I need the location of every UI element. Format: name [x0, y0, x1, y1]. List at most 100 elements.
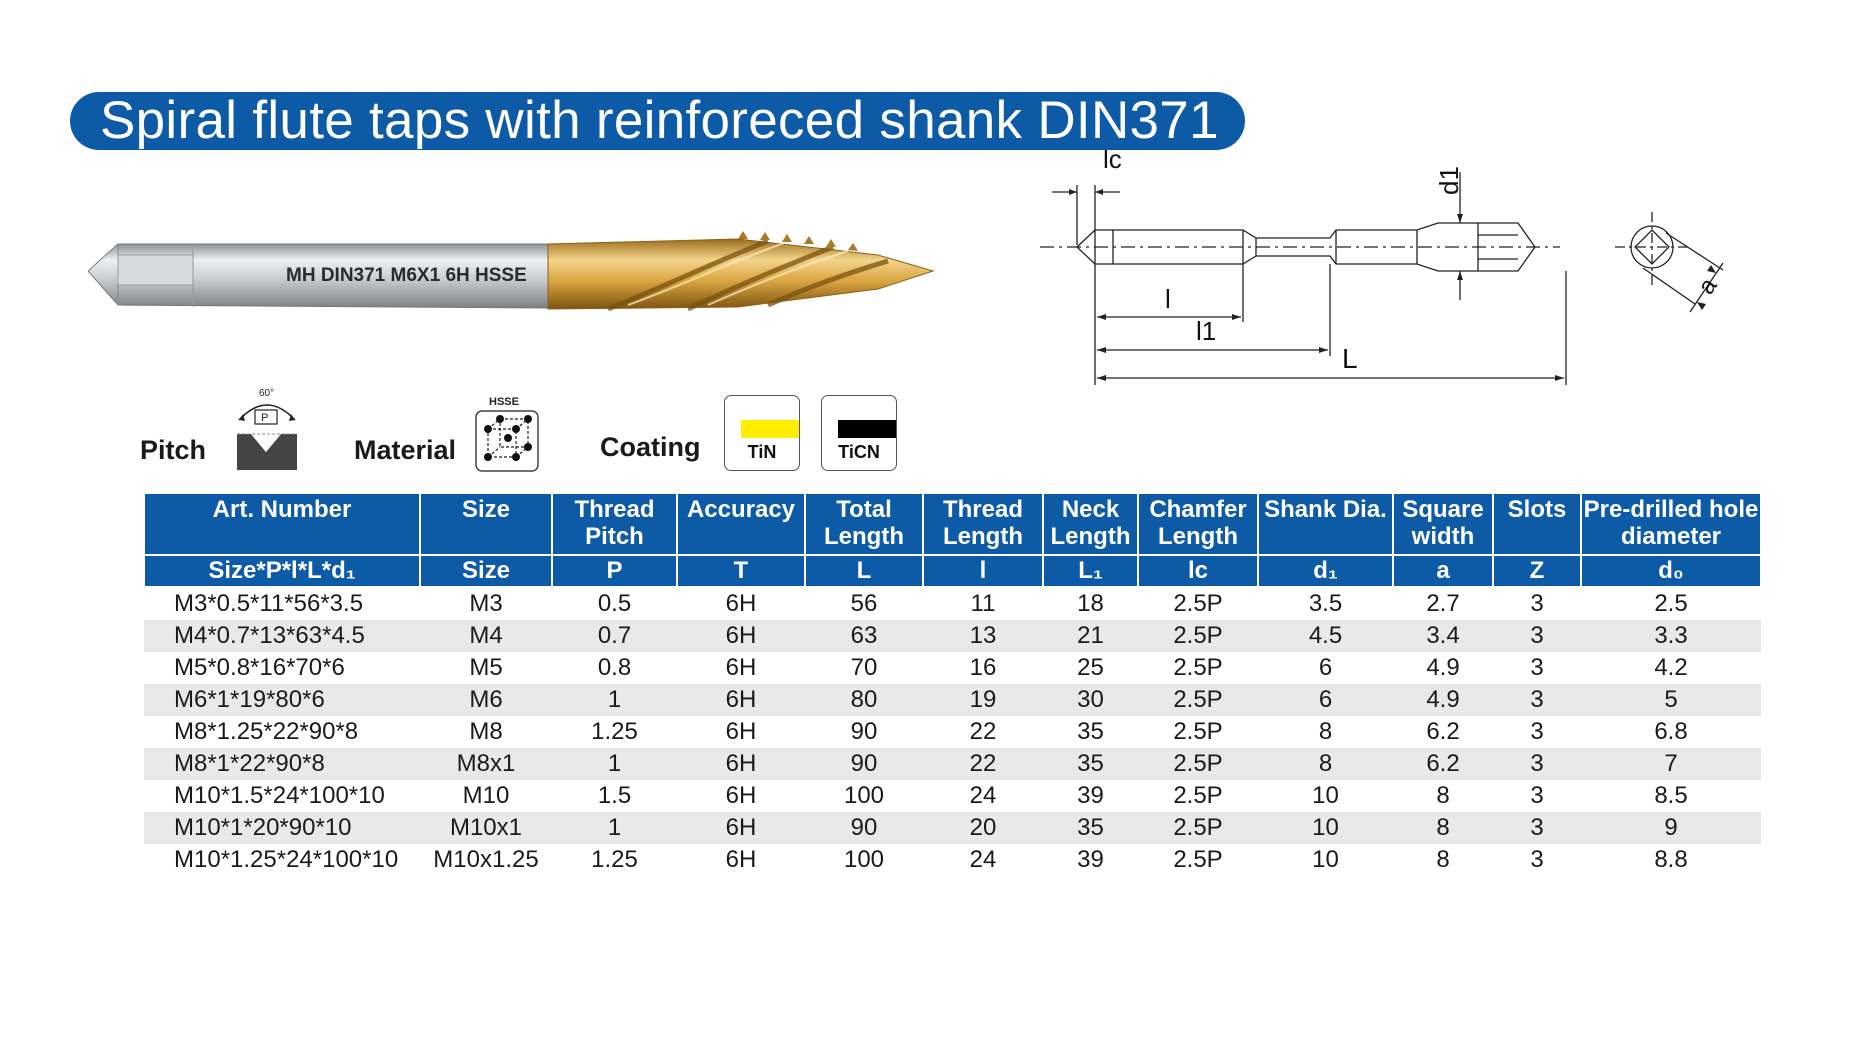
header-thread-pitch: Thread Pitch	[551, 492, 678, 556]
cell-art-number: M10*1.25*24*100*10	[174, 846, 399, 873]
tool-marking: MH DIN371 M6X1 6H HSSE	[286, 265, 527, 286]
cell-thread-length: 11	[970, 590, 996, 617]
cell-pitch: 0.5	[597, 590, 632, 617]
cell-shank-dia: 10	[1312, 846, 1339, 873]
cell-neck-length: 35	[1077, 718, 1104, 745]
cell-pitch: 1	[552, 684, 677, 716]
cell-accuracy: 6H	[677, 748, 805, 780]
subheader-d0: d₀	[1580, 554, 1762, 588]
subheader-z: Z	[1492, 554, 1582, 588]
coating-tin-badge: TiN	[724, 395, 800, 471]
cell-chamfer-length: 2.5P	[1173, 718, 1223, 745]
cell-accuracy: 6H	[677, 620, 805, 652]
cell-total-length: 56	[850, 590, 878, 617]
cell-neck-length: 39	[1077, 782, 1104, 809]
cell-slots: 3	[1493, 812, 1581, 844]
cell-pitch: 1	[552, 812, 677, 844]
material-code: HSSE	[489, 396, 519, 408]
cell-chamfer-length: 2.5P	[1138, 748, 1258, 780]
cell-art-number: M8*1.25*22*90*8	[174, 718, 359, 745]
header-size: Size	[419, 492, 553, 556]
material-icon: HSSE	[475, 396, 539, 472]
cell-chamfer-length: 2.5P	[1173, 654, 1223, 681]
cell-thread-length: 20	[923, 812, 1043, 844]
cell-square-width: 3.4	[1393, 620, 1493, 652]
cell-neck-length: 35	[1043, 812, 1138, 844]
cell-slots: 3	[1493, 748, 1581, 780]
cell-art-number: M4*0.7*13*63*4.5	[144, 620, 420, 652]
cell-total-length: 80	[805, 684, 923, 716]
cell-pitch: 1.5	[597, 782, 632, 809]
cell-neck-length: 21	[1043, 620, 1138, 652]
cell-predrilled-hole: 2.5	[1654, 590, 1688, 617]
subheader-t: T	[676, 554, 806, 588]
cell-total-length: 100	[843, 846, 885, 873]
subheader-L1: L₁	[1042, 554, 1139, 588]
cell-thread-length: 22	[969, 718, 997, 745]
dim-d1-label: d1	[1434, 166, 1464, 195]
ticn-color-swatch	[838, 420, 896, 438]
cell-art-number: M5*0.8*16*70*6	[174, 654, 345, 681]
cell-predrilled-hole: 5	[1581, 684, 1761, 716]
cell-size: M4	[420, 620, 552, 652]
header-slots: Slots	[1492, 492, 1582, 556]
cell-square-width: 2.7	[1426, 590, 1460, 617]
cell-predrilled-hole: 8.5	[1654, 782, 1688, 809]
cell-size: M8	[469, 718, 503, 745]
cell-thread-length: 24	[969, 846, 997, 873]
cell-slots: 3	[1530, 590, 1544, 617]
subheader-l: l	[922, 554, 1044, 588]
cell-neck-length: 35	[1043, 748, 1138, 780]
table-header-row: Art. Number Size Thread Pitch Accuracy T…	[143, 492, 1762, 556]
cell-chamfer-length: 2.5P	[1173, 782, 1223, 809]
cell-square-width: 4.9	[1426, 654, 1460, 681]
cell-thread-length: 16	[969, 654, 997, 681]
cell-size: M3	[469, 590, 503, 617]
cell-neck-length: 25	[1077, 654, 1104, 681]
cell-total-length: 90	[805, 748, 923, 780]
cell-predrilled-hole: 7	[1581, 748, 1761, 780]
cell-shank-dia: 6	[1258, 684, 1393, 716]
cell-shank-dia: 3.5	[1308, 590, 1343, 617]
coating-ticn-badge: TiCN	[821, 395, 897, 471]
cell-slots: 3	[1530, 782, 1544, 809]
header-neck-length: Neck Length	[1042, 492, 1139, 556]
cell-predrilled-hole: 9	[1581, 812, 1761, 844]
cell-total-length: 90	[850, 718, 878, 745]
cell-size: M10x1	[420, 812, 552, 844]
cell-predrilled-hole: 6.8	[1654, 718, 1688, 745]
cell-pitch: 1.25	[591, 718, 638, 745]
cell-predrilled-hole: 3.3	[1581, 620, 1761, 652]
cell-neck-length: 39	[1077, 846, 1104, 873]
pitch-p-text: P	[261, 412, 268, 424]
cell-total-length: 100	[843, 782, 885, 809]
cell-size: M6	[420, 684, 552, 716]
cell-chamfer-length: 2.5P	[1173, 590, 1223, 617]
material-label: Material	[354, 435, 457, 465]
header-predrilled-hole: Pre-drilled hole diameter	[1580, 492, 1762, 556]
pitch-angle-text: 60°	[259, 388, 274, 399]
cell-art-number: M6*1*19*80*6	[144, 684, 420, 716]
cell-chamfer-length: 2.5P	[1138, 812, 1258, 844]
cell-square-width: 8	[1436, 782, 1450, 809]
tap-tool-image: MH DIN371 M6X1 6H HSSE	[88, 231, 935, 312]
cell-chamfer-length: 2.5P	[1138, 620, 1258, 652]
cell-accuracy: 6H	[725, 718, 757, 745]
cell-shank-dia: 8	[1318, 718, 1333, 745]
cell-shank-dia: 10	[1258, 812, 1393, 844]
subheader-art-number: Size*P*l*L*d₁	[143, 554, 421, 588]
cell-square-width: 4.9	[1393, 684, 1493, 716]
coating-label: Coating	[600, 432, 701, 462]
subheader-a: a	[1392, 554, 1494, 588]
cell-thread-length: 13	[923, 620, 1043, 652]
cell-predrilled-hole: 4.2	[1654, 654, 1688, 681]
dim-l1-label: l1	[1196, 316, 1216, 346]
dim-a-label: a	[1693, 272, 1723, 299]
cell-slots: 3	[1530, 846, 1544, 873]
tin-color-swatch	[741, 420, 799, 438]
cell-accuracy: 6H	[725, 782, 757, 809]
cell-shank-dia: 8	[1258, 748, 1393, 780]
